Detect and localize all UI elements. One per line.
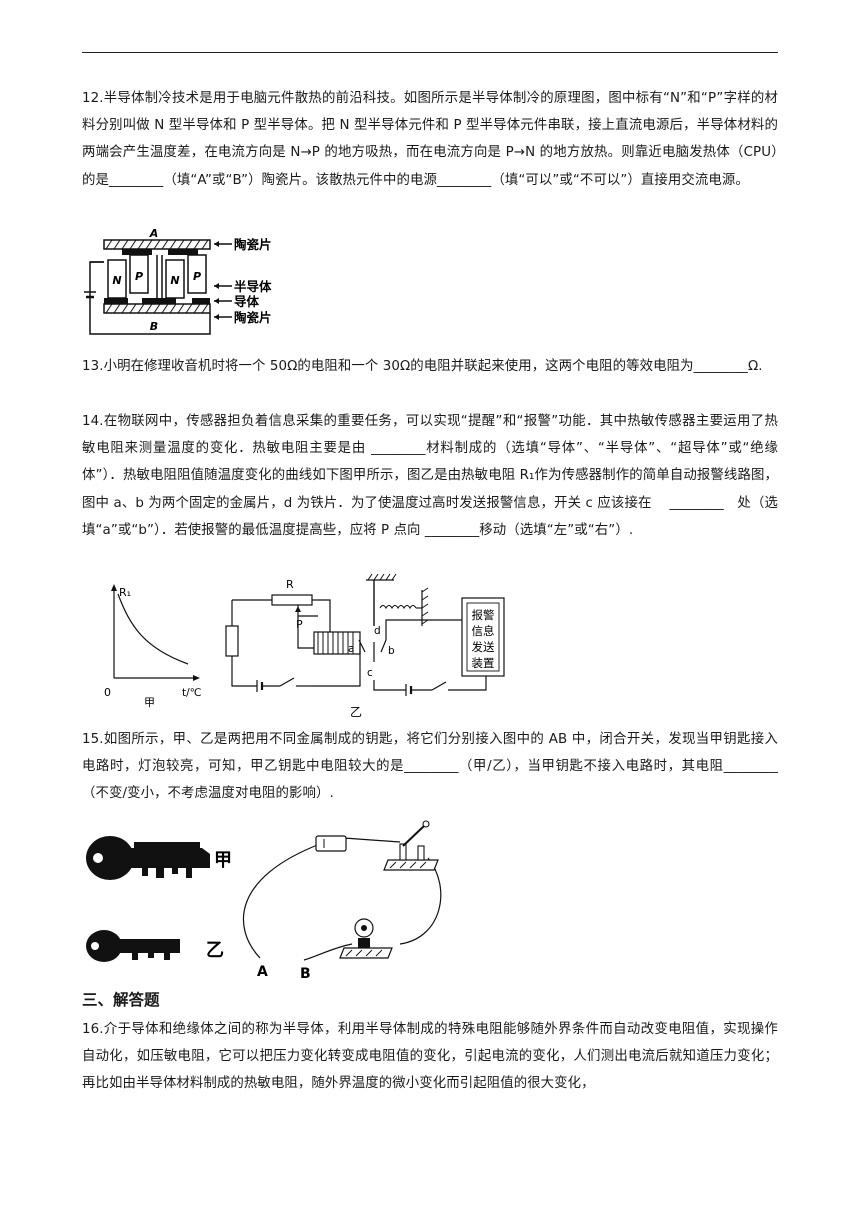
contact-a-label: a [348, 643, 354, 655]
switch-c-label: c [367, 667, 373, 679]
keys-circuit-figure: 甲 乙 [82, 808, 462, 983]
battery-icon [315, 835, 347, 852]
question-15-text: 15.如图所示，甲、乙是两把用不同金属制成的钥匙，将它们分别接入图中的 AB 中… [82, 732, 778, 802]
callout-ceramic-top: 陶瓷片 [234, 237, 272, 252]
question-13-text: 13.小明在修理收音机时将一个 50Ω的电阻和一个 30Ω的电阻并联起来使用，这… [82, 359, 763, 374]
graph-origin-label: 0 [104, 686, 111, 699]
plate-b-label: B [150, 320, 158, 333]
cell-label: N [170, 274, 179, 287]
graph-x-label: t/℃ [182, 687, 201, 699]
section-heading: 三、解答题 [82, 991, 160, 1009]
graph-caption: 甲 [144, 696, 155, 709]
peltier-figure: N P N P A B 陶瓷片 半导体 导体 陶瓷片 [82, 222, 302, 342]
graph-y-label: R₁ [119, 586, 131, 599]
cell-label: P [193, 270, 201, 283]
iron-d-label: d [374, 625, 381, 637]
device-line: 报警 [472, 608, 495, 622]
question-12: 12.半导体制冷技术是用于电脑元件散热的前沿科技。如图所示是半导体制冷的原理图，… [82, 85, 778, 194]
key-yi-label: 乙 [206, 940, 224, 961]
question-12-text: 12.半导体制冷技术是用于电脑元件散热的前沿科技。如图所示是半导体制冷的原理图，… [82, 91, 778, 188]
key-jia-label: 甲 [214, 850, 232, 871]
key-yi-icon [86, 930, 180, 962]
circuit-caption: 乙 [350, 705, 362, 718]
device-line: 发送 [472, 640, 495, 654]
callout-semiconductor: 半导体 [234, 279, 272, 294]
device-line: 信息 [472, 624, 495, 638]
question-16: 16.介于导体和绝缘体之间的称为半导体，利用半导体制成的特殊电阻能够随外界条件而… [82, 1016, 778, 1098]
switch-icon [383, 820, 439, 871]
alarm-circuit: R₁ R P [222, 568, 522, 718]
question-14-text: 14.在物联网中，传感器担负着信息采集的重要任务，可以实现“提醒”和“报警”功能… [82, 414, 778, 538]
contact-b-label: b [388, 645, 395, 657]
device-line: 装置 [472, 656, 495, 670]
thermistor-graph: R₁ 0 t/℃ 甲 [82, 578, 202, 713]
slider-p-label: P [296, 618, 303, 631]
question-15: 15.如图所示，甲、乙是两把用不同金属制成的钥匙，将它们分别接入图中的 AB 中… [82, 726, 778, 808]
key-jia-icon [86, 836, 210, 880]
end-a-label: A [257, 964, 268, 980]
cell-label: N [112, 274, 121, 287]
plate-a-label: A [149, 227, 159, 240]
callout-ceramic-bottom: 陶瓷片 [234, 310, 272, 325]
question-13: 13.小明在修理收音机时将一个 50Ω的电阻和一个 30Ω的电阻并联起来使用，这… [82, 353, 778, 380]
bulb-icon [339, 918, 393, 959]
cell-label: P [135, 270, 143, 283]
end-b-label: B [300, 966, 311, 982]
question-16-text: 16.介于导体和绝缘体之间的称为半导体，利用半导体制成的特殊电阻能够随外界条件而… [82, 1022, 778, 1092]
callout-conductor: 导体 [234, 294, 260, 309]
header-rule [82, 52, 778, 53]
question-14: 14.在物联网中，传感器担负着信息采集的重要任务，可以实现“提醒”和“报警”功能… [82, 408, 778, 544]
rheostat-label: R [286, 578, 294, 591]
